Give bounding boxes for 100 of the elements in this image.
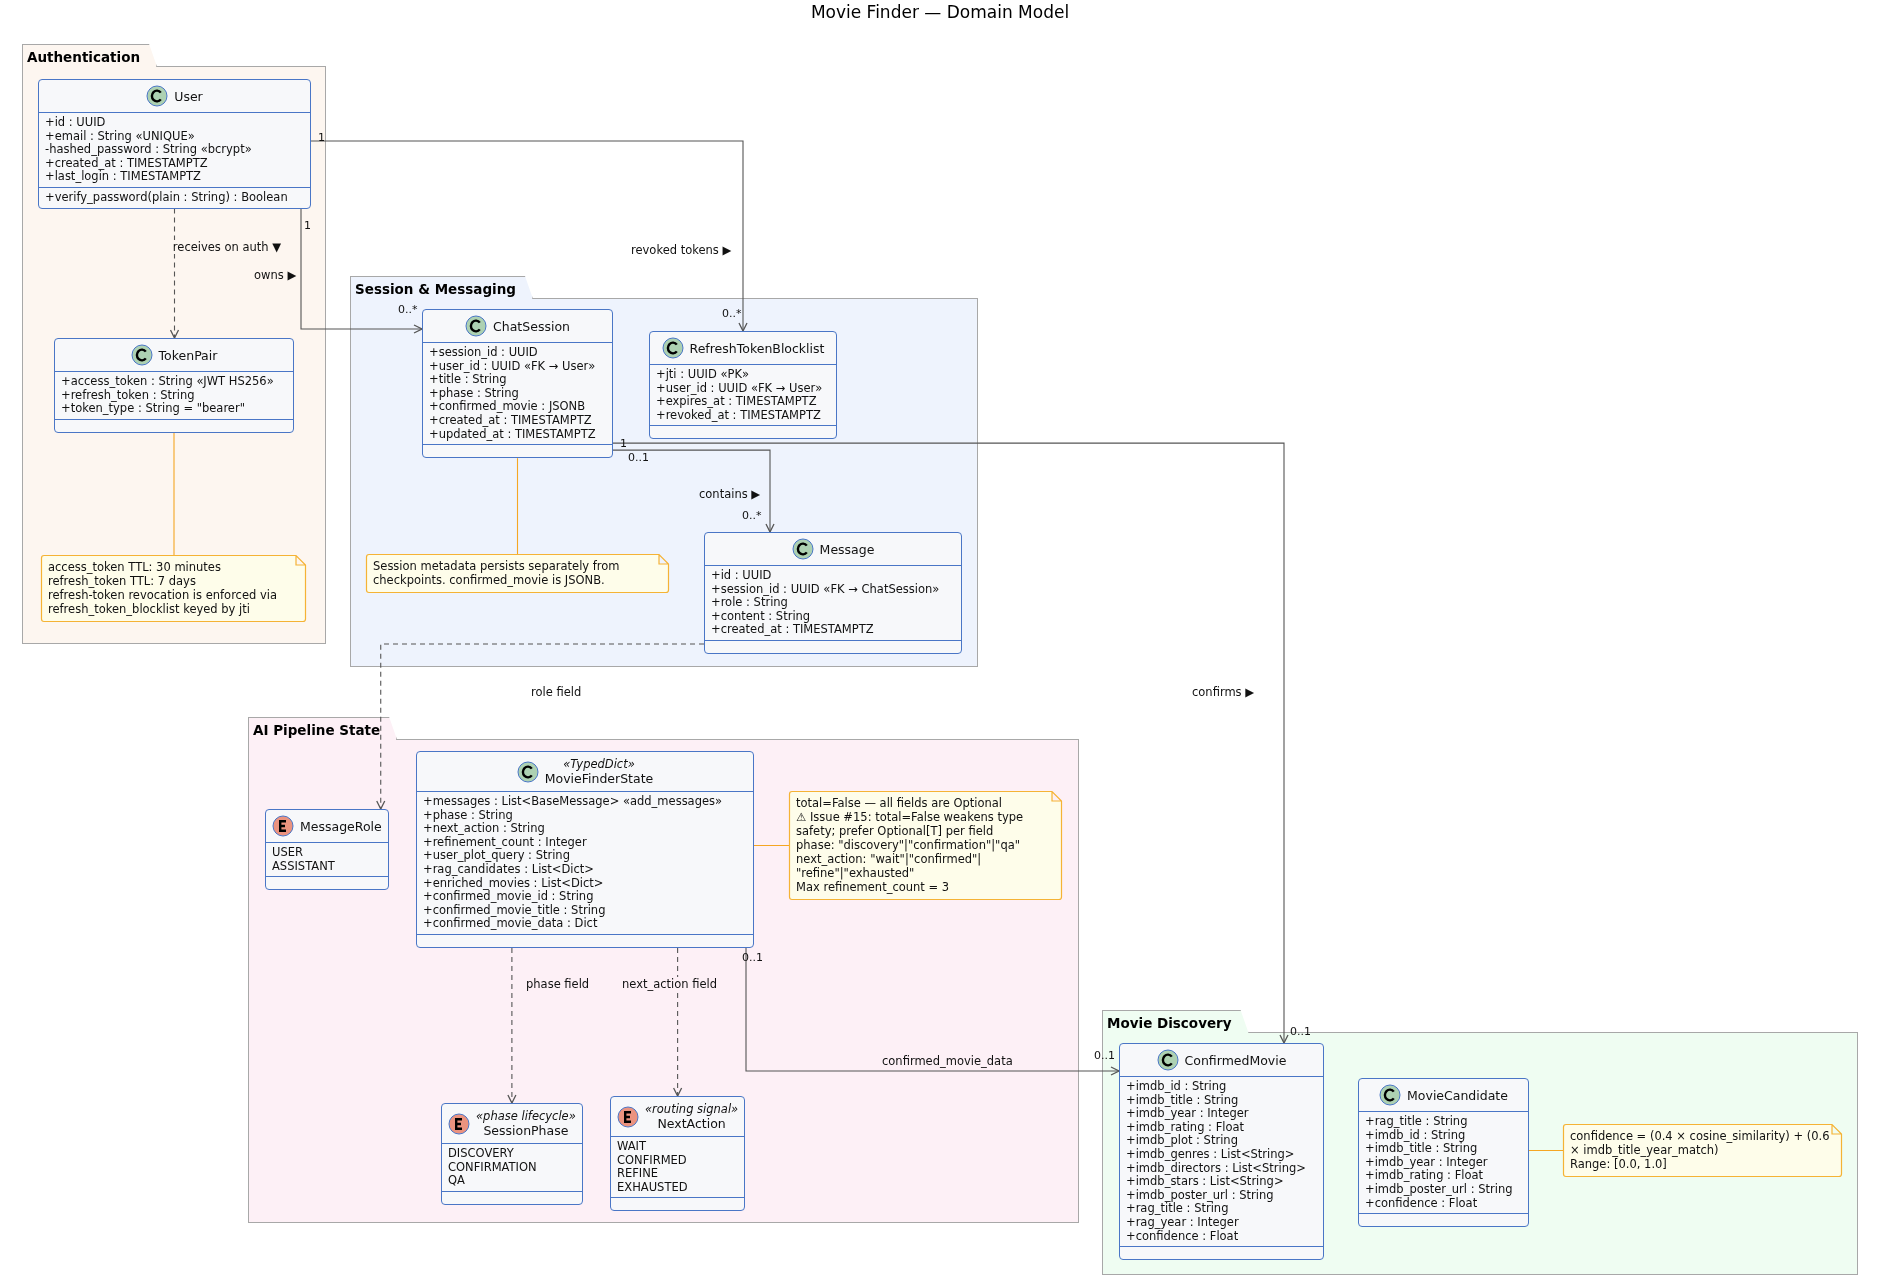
note-text: Session metadata persists separately from checkpoints. confirmed_movie is JSONB. <box>373 559 621 587</box>
class-box <box>1119 1043 1324 1261</box>
note <box>366 554 669 593</box>
multiplicity-label: 0..* <box>398 304 418 316</box>
attribute-text: +confidence : Float <box>1126 1229 1240 1244</box>
enum-value: ASSISTANT <box>272 859 336 874</box>
attribute-text: +imdb_id : String <box>1365 1128 1466 1143</box>
attribute-text: +expires_at : TIMESTAMPTZ <box>656 395 818 409</box>
attribute-text: +imdb_year : Integer <box>1365 1155 1489 1170</box>
attribute-text: +confirmed_movie_title : String <box>423 903 607 918</box>
enum-box <box>610 1096 746 1212</box>
attribute-text: +imdb_title : String <box>1126 1093 1240 1108</box>
class-name: MovieCandidate <box>1407 1087 1508 1103</box>
attribute-text: +confirmed_movie_id : String <box>423 890 595 904</box>
stereotype-label: «phase lifecycle» <box>476 1109 576 1123</box>
enum-name: SessionPhase <box>483 1123 569 1138</box>
arrow <box>612 449 775 533</box>
attribute-text: +title : String <box>429 373 508 387</box>
enum-value: REFINE <box>617 1167 660 1181</box>
multiplicity-label: 0..1 <box>1094 1050 1115 1062</box>
note-text: access_token TTL: 30 minutes <box>48 560 222 574</box>
attribute-text: +jti : UUID «PK» <box>656 368 750 382</box>
edge-label: receives on auth ▼ <box>170 240 284 254</box>
attribute-text: +imdb_rating : Float <box>1126 1120 1245 1135</box>
attribute-text: +content : String <box>711 609 812 623</box>
attribute-text: +created_at : TIMESTAMPTZ <box>45 156 208 171</box>
class-box <box>1358 1078 1529 1228</box>
enum-value: DISCOVERY <box>448 1147 515 1161</box>
note-link <box>516 457 519 555</box>
attribute-text: +token_type : String = "bearer" <box>61 402 246 416</box>
diagram-title: Movie Finder — Domain Model <box>810 2 1070 22</box>
attribute-text: +access_token : String «JWT HS256» <box>61 375 275 389</box>
attribute-text: +enriched_movies : List<Dict> <box>423 876 605 891</box>
attribute-text: +session_id : UUID «FK → ChatSession» <box>711 582 941 597</box>
attribute-text: +rag_title : String <box>1365 1115 1469 1129</box>
attribute-text: +imdb_directors : List<String> <box>1126 1161 1307 1176</box>
attribute-text: +created_at : TIMESTAMPTZ <box>429 413 593 428</box>
attribute-text: +user_id : UUID «FK → User» <box>429 359 597 374</box>
class-name: ChatSession <box>493 318 570 334</box>
edge-label: confirmed_movie_data <box>880 1054 1015 1068</box>
package-frame <box>22 44 326 644</box>
enum-box <box>265 809 389 891</box>
class-name: User <box>174 88 203 104</box>
enum-value: USER <box>272 846 304 860</box>
attribute-text: +phase : String <box>423 808 513 822</box>
edge-label: revoked tokens ▶ <box>629 243 734 257</box>
multiplicity-label: 0..* <box>742 510 762 522</box>
attribute-text: +imdb_plot : String <box>1126 1134 1238 1148</box>
class-box <box>704 532 962 654</box>
attribute-text: +rag_title : String <box>1126 1202 1230 1216</box>
enum-name: MessageRole <box>300 818 382 834</box>
enum-box <box>441 1103 583 1205</box>
attribute-text: +next_action : String <box>423 822 546 836</box>
multiplicity-label: 0..1 <box>742 952 763 964</box>
class-name: MovieFinderState <box>544 771 654 786</box>
arrow <box>612 442 1289 1044</box>
attribute-text: +confidence : Float <box>1365 1196 1479 1211</box>
arrow <box>745 947 1120 1076</box>
attribute-text: +updated_at : TIMESTAMPTZ <box>429 427 597 442</box>
attribute-text: +imdb_poster_url : String <box>1365 1182 1514 1197</box>
edge-label: role field <box>529 685 584 699</box>
enum-value: EXHAUSTED <box>617 1180 689 1195</box>
class-box <box>422 309 613 459</box>
attribute-text: +email : String «UNIQUE» <box>45 129 196 143</box>
note-text: refresh-token revocation is enforced via refresh_token_blocklist keyed by jti <box>48 588 278 616</box>
class-name: TokenPair <box>158 347 218 363</box>
enum-name: NextAction <box>657 1116 726 1131</box>
method-text: +verify_password(plain : String) : Boolean <box>45 190 289 205</box>
note-link <box>173 432 175 556</box>
multiplicity-label: 0..1 <box>1290 1026 1311 1038</box>
package-frame <box>350 276 978 667</box>
attribute-text: +session_id : UUID <box>429 346 539 360</box>
class-box <box>416 751 754 948</box>
enum-value: WAIT <box>617 1140 648 1154</box>
arrow <box>169 208 180 339</box>
attribute-text: +refinement_count : Integer <box>423 835 588 850</box>
arrow <box>376 643 705 810</box>
enum-value: CONFIRMATION <box>448 1160 538 1175</box>
attribute-text: +id : UUID <box>711 569 773 583</box>
note-text: next_action: "wait"|"confirmed"| "refine"|"exhausted" <box>796 852 983 880</box>
attribute-text: -hashed_password : String «bcrypt» <box>45 143 253 157</box>
class-box <box>54 338 294 433</box>
attribute-text: +last_login : TIMESTAMPTZ <box>45 170 202 184</box>
package-title: Movie Discovery <box>1107 1015 1232 1031</box>
attribute-text: +rag_candidates : List<Dict> <box>423 862 595 877</box>
note <box>41 555 306 622</box>
note-text: confidence = (0.4 × cosine_similarity) + (0.6 × imdb_title_year_match) <box>1570 1129 1831 1157</box>
multiplicity-label: 1 <box>318 132 325 144</box>
package-title: Authentication <box>27 49 141 65</box>
class-name: RefreshTokenBlocklist <box>689 340 825 356</box>
arrow <box>310 140 748 332</box>
multiplicity-label: 0..* <box>722 308 742 320</box>
multiplicity-label: 0..1 <box>628 452 649 464</box>
attribute-text: +imdb_poster_url : String <box>1126 1188 1274 1203</box>
note-text: phase: "discovery"|"confirmation"|"qa" <box>796 838 1022 852</box>
stereotype-label: «TypedDict» <box>563 757 635 771</box>
note <box>1563 1124 1842 1177</box>
attribute-text: +user_plot_query : String <box>423 849 570 863</box>
attribute-text: +phase : String <box>429 386 519 401</box>
attribute-text: +confirmed_movie_data : Dict <box>423 917 598 931</box>
